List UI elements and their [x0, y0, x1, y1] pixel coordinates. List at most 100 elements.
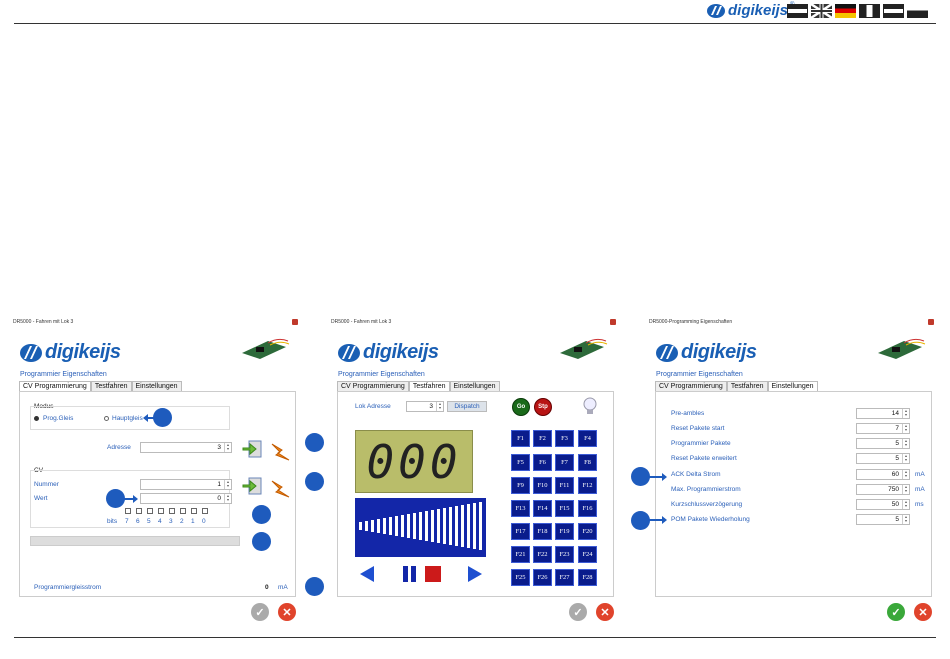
tab-cv-programmierung[interactable]: CV Programmierung [19, 381, 91, 391]
reverse-icon[interactable] [358, 564, 376, 584]
function-key[interactable]: F8 [578, 454, 597, 471]
uk-flag-icon[interactable] [810, 2, 833, 20]
function-key[interactable]: F5 [511, 454, 530, 471]
setting-field[interactable]: 750▴▾ [856, 484, 910, 495]
lok-adresse-field[interactable]: 3▴▾ [406, 401, 444, 412]
tab-einstellungen[interactable]: Einstellungen [449, 381, 500, 391]
function-key[interactable]: F12 [578, 477, 597, 494]
setting-spinner[interactable]: ▴▾ [902, 439, 909, 448]
function-key[interactable]: F13 [511, 500, 530, 517]
tab-testfahren[interactable]: Testfahren [90, 381, 132, 391]
setting-field[interactable]: 5▴▾ [856, 438, 910, 449]
prog-gleis-radio[interactable] [34, 416, 39, 421]
tab-cv-programmierung[interactable]: CV Programmierung [655, 381, 727, 391]
setting-field[interactable]: 50▴▾ [856, 499, 910, 510]
write-cv-icon[interactable] [270, 479, 292, 499]
setting-field[interactable]: 5▴▾ [856, 514, 910, 525]
function-key[interactable]: F25 [511, 569, 530, 586]
function-key[interactable]: F4 [578, 430, 597, 447]
fr-flag-icon[interactable] [859, 4, 880, 18]
pause-icon[interactable] [402, 565, 418, 583]
setting-spinner[interactable]: ▴▾ [902, 515, 909, 524]
function-key[interactable]: F14 [533, 500, 552, 517]
de-flag-icon[interactable] [835, 4, 856, 18]
function-key[interactable]: F28 [578, 569, 597, 586]
bit-checkbox[interactable] [191, 508, 197, 514]
go-button[interactable]: Go [512, 398, 530, 416]
setting-spinner[interactable]: ▴▾ [902, 485, 909, 494]
setting-field[interactable]: 5▴▾ [856, 453, 910, 464]
function-key[interactable]: F24 [578, 546, 597, 563]
tab-testfahren[interactable]: Testfahren [726, 381, 768, 391]
function-key[interactable]: F27 [555, 569, 574, 586]
nl-flag-icon[interactable] [787, 4, 808, 18]
read-icon[interactable] [242, 439, 264, 459]
bit-checkbox[interactable] [158, 508, 164, 514]
setting-spinner[interactable]: ▴▾ [902, 409, 909, 418]
function-key[interactable]: F26 [533, 569, 552, 586]
close-icon[interactable] [610, 319, 616, 325]
setting-spinner[interactable]: ▴▾ [902, 454, 909, 463]
setting-field[interactable]: 7▴▾ [856, 423, 910, 434]
function-key[interactable]: F7 [555, 454, 574, 471]
forward-icon[interactable] [466, 564, 484, 584]
bit-checkbox[interactable] [136, 508, 142, 514]
setting-spinner[interactable]: ▴▾ [902, 470, 909, 479]
function-key[interactable]: F19 [555, 523, 574, 540]
function-key[interactable]: F6 [533, 454, 552, 471]
bit-checkbox[interactable] [147, 508, 153, 514]
wert-field[interactable]: 0▴▾ [140, 493, 232, 504]
cancel-button[interactable]: ✕ [278, 603, 296, 621]
nl-flag-icon-2[interactable] [883, 4, 904, 18]
function-key[interactable]: F18 [533, 523, 552, 540]
function-key[interactable]: F10 [533, 477, 552, 494]
dispatch-button[interactable]: Dispatch [447, 401, 487, 412]
speed-slider[interactable] [355, 498, 486, 557]
stop-button[interactable]: Stp [534, 398, 552, 416]
tab-cv-programmierung[interactable]: CV Programmierung [337, 381, 409, 391]
close-icon[interactable] [292, 319, 298, 325]
close-icon[interactable] [928, 319, 934, 325]
tab-einstellungen[interactable]: Einstellungen [131, 381, 182, 391]
wert-spinner[interactable]: ▴▾ [224, 494, 231, 503]
bit-checkbox[interactable] [125, 508, 131, 514]
ok-button[interactable]: ✓ [251, 603, 269, 621]
nummer-spinner[interactable]: ▴▾ [224, 480, 231, 489]
function-key[interactable]: F21 [511, 546, 530, 563]
setting-spinner[interactable]: ▴▾ [902, 500, 909, 509]
function-key[interactable]: F2 [533, 430, 552, 447]
adresse-field[interactable]: 3▴▾ [140, 442, 232, 453]
setting-spinner[interactable]: ▴▾ [902, 424, 909, 433]
setting-label: ACK Delta Strom [671, 471, 721, 478]
function-key[interactable]: F22 [533, 546, 552, 563]
ok-button[interactable]: ✓ [569, 603, 587, 621]
adresse-spinner[interactable]: ▴▾ [224, 443, 231, 452]
setting-field[interactable]: 14▴▾ [856, 408, 910, 419]
function-key[interactable]: F17 [511, 523, 530, 540]
stop-icon[interactable] [424, 565, 442, 583]
function-key[interactable]: F1 [511, 430, 530, 447]
setting-field[interactable]: 60▴▾ [856, 469, 910, 480]
function-key[interactable]: F15 [555, 500, 574, 517]
tab-einstellungen[interactable]: Einstellungen [767, 381, 818, 391]
light-bulb-icon[interactable] [581, 396, 599, 416]
cancel-button[interactable]: ✕ [914, 603, 932, 621]
nummer-field[interactable]: 1▴▾ [140, 479, 232, 490]
function-key[interactable]: F16 [578, 500, 597, 517]
function-key[interactable]: F3 [555, 430, 574, 447]
function-key[interactable]: F20 [578, 523, 597, 540]
function-key[interactable]: F11 [555, 477, 574, 494]
tab-testfahren[interactable]: Testfahren [408, 381, 450, 391]
write-icon[interactable] [270, 442, 292, 462]
ok-button[interactable]: ✓ [887, 603, 905, 621]
cancel-button[interactable]: ✕ [596, 603, 614, 621]
bit-checkbox[interactable] [180, 508, 186, 514]
hauptgleis-radio[interactable] [104, 416, 109, 421]
lok-spinner[interactable]: ▴▾ [436, 402, 443, 411]
bit-checkbox[interactable] [169, 508, 175, 514]
de-flag-icon-2[interactable] [907, 4, 928, 18]
function-key[interactable]: F9 [511, 477, 530, 494]
read-cv-icon[interactable] [242, 476, 264, 496]
function-key[interactable]: F23 [555, 546, 574, 563]
bit-checkbox[interactable] [202, 508, 208, 514]
